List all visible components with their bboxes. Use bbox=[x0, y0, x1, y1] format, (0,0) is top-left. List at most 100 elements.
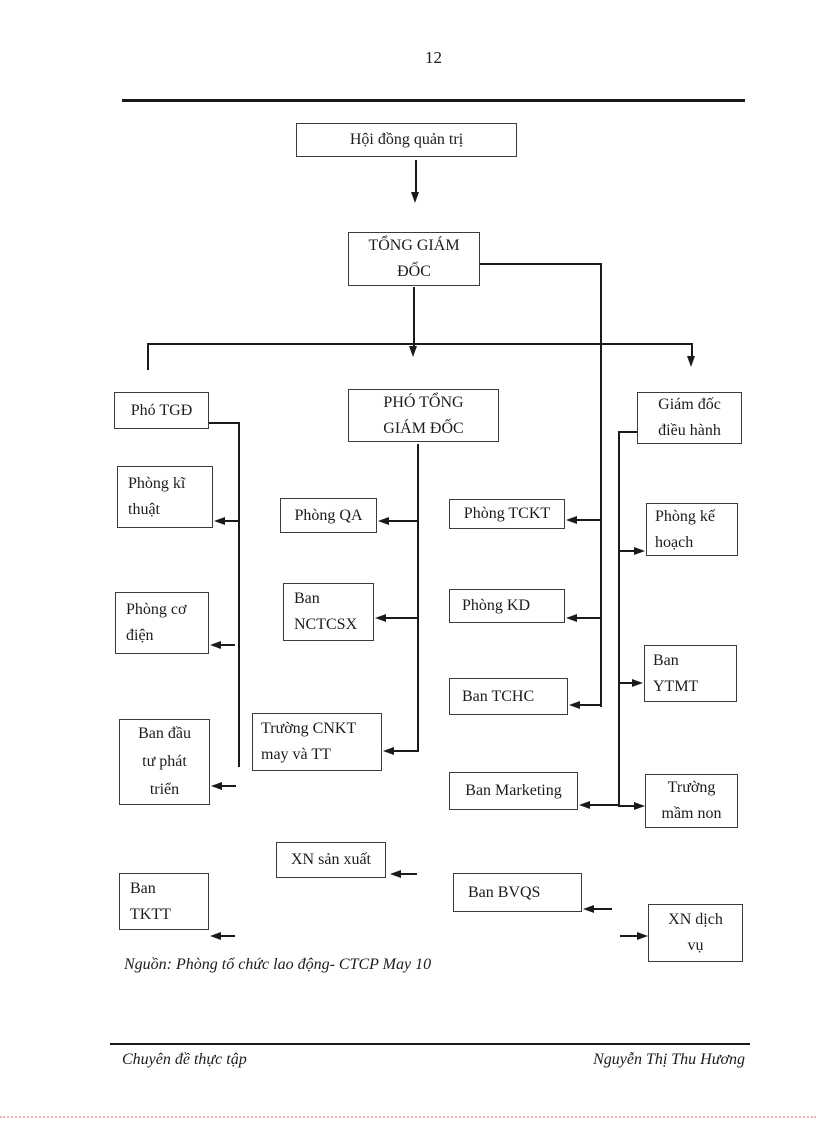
org-node-label: Ban TCHC bbox=[462, 687, 535, 705]
org-node-giam-doc-dieu-hanh: Giám đốc điều hành bbox=[637, 392, 742, 444]
footer-left-text: Chuyên đề thực tập bbox=[122, 1051, 247, 1068]
connector-line bbox=[620, 805, 634, 807]
connector-line bbox=[620, 935, 637, 937]
connector-line bbox=[400, 873, 417, 875]
connector-line bbox=[576, 617, 601, 619]
org-node-phong-kd: Phòng KD bbox=[449, 589, 565, 623]
connector-line bbox=[600, 263, 602, 707]
arrowhead-down-icon bbox=[411, 192, 419, 203]
org-node-label: XN sản xuất bbox=[291, 851, 371, 868]
org-node-ban-ytmt: Ban YTMT bbox=[644, 645, 737, 702]
org-node-label: Trường CNKT may và TT bbox=[261, 720, 357, 763]
org-node-phong-co-dien: Phòng cơ điện bbox=[115, 592, 209, 654]
arrowhead-left-icon bbox=[579, 801, 590, 809]
arrowhead-left-icon bbox=[569, 701, 580, 709]
connector-line bbox=[589, 804, 619, 806]
connector-line bbox=[618, 431, 620, 807]
arrowhead-left-icon bbox=[210, 641, 221, 649]
connector-line bbox=[148, 343, 693, 345]
org-node-label: Phòng kĩ thuật bbox=[128, 475, 186, 518]
org-node-label: Phòng kế hoạch bbox=[655, 507, 715, 551]
arrowhead-right-icon bbox=[637, 932, 648, 940]
arrowhead-left-icon bbox=[583, 905, 594, 913]
connector-line bbox=[415, 160, 417, 193]
connector-line bbox=[220, 935, 235, 937]
footer-right-text: Nguyễn Thị Thu Hương bbox=[593, 1051, 745, 1068]
org-node-label: Ban NCTCSX bbox=[294, 590, 358, 633]
arrowhead-left-icon bbox=[390, 870, 401, 878]
connector-line bbox=[224, 520, 239, 522]
org-node-truong-cnkt: Trường CNKT may và TT bbox=[252, 713, 382, 771]
connector-line bbox=[576, 519, 601, 521]
org-node-tong-giam-doc: TỔNG GIÁM ĐỐC bbox=[348, 232, 480, 286]
connector-line bbox=[593, 908, 612, 910]
arrowhead-left-icon bbox=[211, 782, 222, 790]
connector-line bbox=[238, 422, 240, 767]
org-node-ban-marketing: Ban Marketing bbox=[449, 772, 578, 810]
connector-line bbox=[417, 444, 419, 752]
arrowhead-right-icon bbox=[632, 679, 643, 687]
connector-line bbox=[480, 263, 602, 265]
org-node-ban-nctcsx: Ban NCTCSX bbox=[283, 583, 374, 641]
org-node-phong-ki-thuat: Phòng kĩ thuật bbox=[117, 466, 213, 528]
org-node-xn-dich-vu: XN dịch vụ bbox=[648, 904, 743, 962]
connector-line bbox=[691, 343, 693, 358]
org-node-phong-qa: Phòng QA bbox=[280, 498, 377, 533]
org-node-phong-ke-hoach: Phòng kế hoạch bbox=[646, 503, 738, 556]
org-node-label: Ban YTMT bbox=[653, 651, 699, 695]
footer-rule bbox=[110, 1043, 750, 1045]
org-node-label: Ban Marketing bbox=[465, 782, 562, 799]
org-node-label: XN dịch vụ bbox=[668, 911, 723, 954]
org-node-label: Phòng QA bbox=[294, 506, 363, 524]
connector-line bbox=[209, 422, 240, 424]
arrowhead-right-icon bbox=[634, 547, 645, 555]
header-rule bbox=[122, 99, 745, 102]
arrowhead-down-icon bbox=[687, 356, 695, 367]
connector-line bbox=[413, 287, 415, 347]
org-node-label: Trường mầm non bbox=[661, 779, 722, 822]
connector-line bbox=[147, 343, 149, 370]
org-node-phong-tckt: Phòng TCKT bbox=[449, 499, 565, 529]
org-node-ban-bvqs: Ban BVQS bbox=[453, 873, 582, 912]
arrowhead-right-icon bbox=[634, 802, 645, 810]
arrowhead-down-icon bbox=[409, 346, 417, 357]
connector-line bbox=[220, 644, 235, 646]
arrowhead-left-icon bbox=[383, 747, 394, 755]
connector-line bbox=[221, 785, 236, 787]
arrowhead-left-icon bbox=[375, 614, 386, 622]
org-node-ban-dau-tu: Ban đầu tư phát triển bbox=[119, 719, 210, 805]
connector-line bbox=[393, 750, 418, 752]
arrowhead-left-icon bbox=[214, 517, 225, 525]
connector-line bbox=[619, 431, 637, 433]
connector-line bbox=[620, 550, 634, 552]
org-node-label: Phòng KD bbox=[462, 597, 531, 614]
arrowhead-left-icon bbox=[566, 516, 577, 524]
source-note: Nguồn: Phòng tổ chức lao động- CTCP May … bbox=[124, 956, 432, 973]
connector-line bbox=[388, 520, 418, 522]
org-node-label: Giám đốc điều hành bbox=[658, 396, 721, 439]
footer-dotted-line bbox=[0, 1116, 816, 1118]
org-node-label: Ban đầu tư phát triển bbox=[138, 725, 191, 798]
org-node-ban-tktt: Ban TKTT bbox=[119, 873, 209, 930]
page-number: 12 bbox=[425, 48, 442, 67]
org-node-hoi-dong-quan-tri: Hội đồng quản trị bbox=[296, 123, 517, 157]
org-node-truong-mam-non: Trường mầm non bbox=[645, 774, 738, 828]
connector-line bbox=[620, 682, 632, 684]
arrowhead-left-icon bbox=[566, 614, 577, 622]
org-node-label: PHÓ TỔNG GIÁM ĐỐC bbox=[383, 393, 464, 437]
arrowhead-left-icon bbox=[378, 517, 389, 525]
org-node-pho-tgd: Phó TGĐ bbox=[114, 392, 209, 429]
org-node-label: Ban TKTT bbox=[130, 879, 171, 923]
org-node-label: Phòng TCKT bbox=[463, 505, 551, 522]
org-node-label: Phòng cơ điện bbox=[126, 601, 187, 644]
org-node-label: Ban BVQS bbox=[468, 883, 541, 901]
org-node-pho-tong-giam-doc: PHÓ TỔNG GIÁM ĐỐC bbox=[348, 389, 499, 442]
org-node-xn-san-xuat: XN sản xuất bbox=[276, 842, 386, 878]
org-node-label: Hội đồng quản trị bbox=[349, 131, 464, 148]
connector-line bbox=[385, 617, 418, 619]
org-node-ban-tchc: Ban TCHC bbox=[449, 678, 568, 715]
org-node-label: Phó TGĐ bbox=[130, 401, 193, 419]
arrowhead-left-icon bbox=[210, 932, 221, 940]
connector-line bbox=[579, 704, 601, 706]
